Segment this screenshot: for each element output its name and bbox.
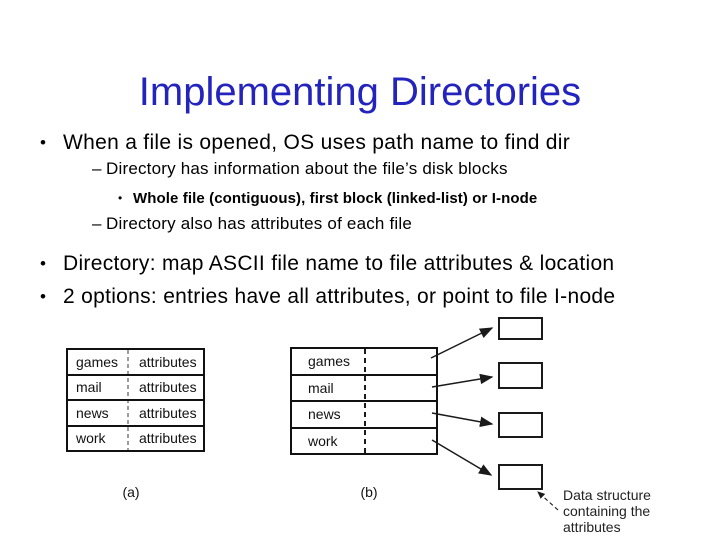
table-row: mail xyxy=(292,376,436,402)
table-row: games attributes xyxy=(68,350,203,376)
bullet-text: Directory has information about the file… xyxy=(106,159,508,178)
bullet-line-4: – Directory also has attributes of each … xyxy=(92,214,412,234)
entry-name: mail xyxy=(76,379,102,396)
arrow-news-to-box xyxy=(431,412,494,427)
bullet-icon: • xyxy=(40,254,47,273)
figure-label-a: (a) xyxy=(122,484,140,500)
bullet-line-6: • 2 options: entries have all attributes… xyxy=(40,285,615,309)
table-row: work xyxy=(292,429,436,454)
dash-icon: – xyxy=(92,214,102,233)
slide-title: Implementing Directories xyxy=(138,70,582,114)
bullet-text: 2 options: entries have all attributes, … xyxy=(63,285,616,308)
figure-label-b: (b) xyxy=(360,484,378,500)
entry-attributes: attributes xyxy=(139,353,197,370)
table-row: work attributes xyxy=(68,427,203,451)
bullet-line-2: – Directory has information about the fi… xyxy=(92,159,508,179)
attribute-structure-box xyxy=(498,412,543,438)
entry-name: games xyxy=(76,353,119,370)
directory-table-a: games attributes mail attributes news at… xyxy=(66,348,205,452)
entry-name: mail xyxy=(308,379,334,396)
bullet-line-3: • Whole file (contiguous), first block (… xyxy=(118,190,537,207)
table-row: news xyxy=(292,402,436,429)
entry-name: work xyxy=(308,432,338,449)
caption-pointer-arrow xyxy=(537,491,559,511)
arrow-mail-to-box xyxy=(431,373,494,388)
bullet-icon: • xyxy=(118,191,123,205)
entry-name: news xyxy=(76,404,109,421)
arrow-games-to-box xyxy=(430,327,494,359)
attribute-structure-box xyxy=(498,362,543,389)
entry-attributes: attributes xyxy=(139,379,197,396)
bullet-line-5: • Directory: map ASCII file name to file… xyxy=(40,252,614,276)
bullet-icon: • xyxy=(40,133,47,152)
entry-attributes: attributes xyxy=(139,430,197,447)
table-row: news attributes xyxy=(68,401,203,427)
arrow-work-to-box xyxy=(431,439,493,476)
bullet-text: Directory also has attributes of each fi… xyxy=(106,214,413,233)
attribute-structure-box xyxy=(498,317,543,340)
bullet-text: Directory: map ASCII file name to file a… xyxy=(63,252,615,275)
directory-table-b: games mail news work xyxy=(290,347,438,455)
dash-icon: – xyxy=(92,159,102,178)
table-row: mail attributes xyxy=(68,376,203,401)
entry-name: news xyxy=(308,406,341,423)
bullet-icon: • xyxy=(40,287,47,306)
bullet-text: Whole file (contiguous), first block (li… xyxy=(133,190,538,207)
attribute-structure-box xyxy=(498,464,543,490)
table-row: games xyxy=(292,349,436,376)
bullet-line-1: • When a file is opened, OS uses path na… xyxy=(40,131,570,155)
figure-caption: Data structure containing the attributes xyxy=(563,487,651,535)
bullet-text: When a file is opened, OS uses path name… xyxy=(63,131,571,154)
entry-name: work xyxy=(76,430,106,447)
entry-attributes: attributes xyxy=(139,404,197,421)
entry-name: games xyxy=(308,353,351,370)
